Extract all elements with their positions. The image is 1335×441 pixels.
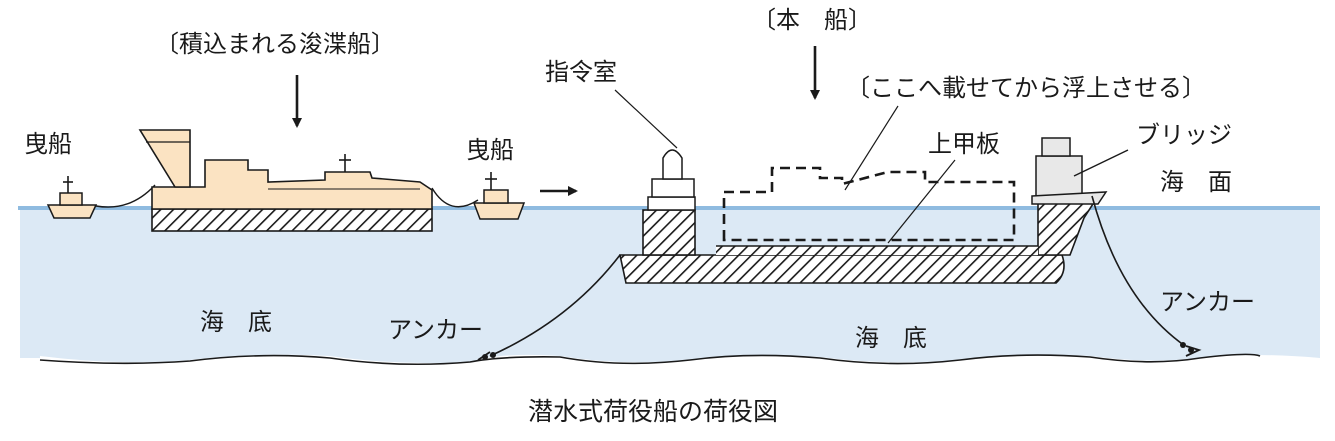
tug-right (472, 172, 526, 220)
leader-upper-deck (887, 159, 956, 244)
label-tug-right: 曳船 (466, 136, 514, 164)
anchor-chain-left (489, 254, 621, 357)
dredger-ship (138, 129, 433, 232)
label-anchor-left: アンカー (388, 316, 483, 344)
figure-caption: 潜水式荷役船の荷役図 (528, 397, 778, 426)
label-main-ship-title: 〔本 船〕 (752, 6, 872, 34)
anchor-right (1180, 342, 1202, 357)
leader-load-note (844, 105, 899, 191)
label-seabed-left: 海 底 (200, 308, 272, 336)
label-sea-surface: 海 面 (1160, 168, 1232, 196)
anchor-left (477, 351, 496, 361)
label-tug-left: 曳船 (24, 130, 72, 158)
label-bridge: ブリッジ (1136, 121, 1232, 149)
tow-line-right (431, 187, 479, 208)
leader-control-room (614, 89, 678, 149)
label-seabed-right: 海 底 (855, 324, 927, 352)
main-ship (619, 137, 1108, 284)
leader-bridge (1073, 149, 1129, 177)
label-load-note: 〔ここへ載せてから浮上させる〕 (846, 74, 1206, 102)
label-anchor-right: アンカー (1160, 288, 1255, 316)
tug-left (46, 176, 98, 219)
label-control-room: 指令室 (545, 58, 617, 86)
anchor-chain-right (1091, 195, 1186, 347)
tow-line-left (95, 184, 156, 208)
label-barge-title: 〔積込まれる浚渫船〕 (155, 30, 395, 58)
cargo-outline (722, 166, 1016, 242)
seabed-line (39, 353, 1261, 366)
label-upper-deck: 上甲板 (928, 130, 1000, 158)
